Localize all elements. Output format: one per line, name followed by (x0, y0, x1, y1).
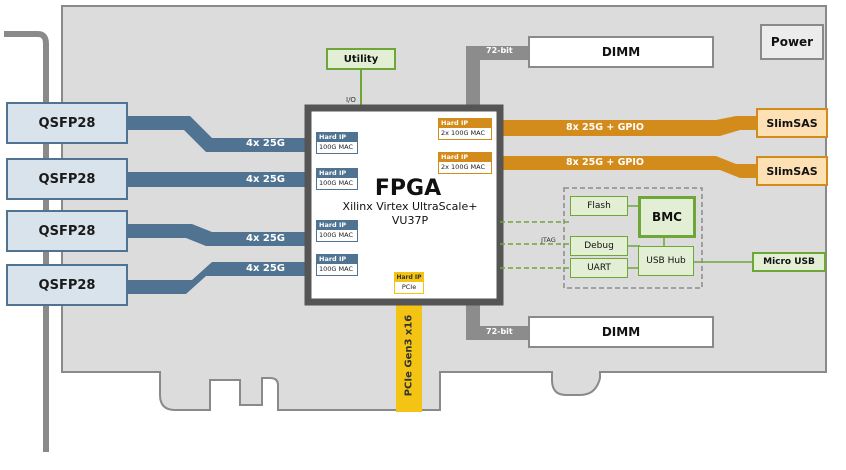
mac-label: 100G MAC (319, 265, 353, 273)
pcie-bus (396, 300, 422, 412)
qsfp-label: QSFP28 (38, 223, 96, 239)
utility-box: Utility (326, 48, 396, 70)
slimsas-traces (494, 116, 758, 178)
dimm-top: DIMM (528, 36, 714, 68)
fpga-part-line1: Xilinx Virtex UltraScale+ (342, 200, 478, 213)
pci-bracket (4, 31, 49, 452)
qsfp-traces (128, 116, 310, 294)
bmc-group (563, 187, 703, 289)
dimm-top-bus: 72-bit (486, 46, 513, 55)
flash-box: Flash (570, 196, 628, 216)
dimm-traces (466, 46, 528, 340)
mac-label: 100G MAC (319, 143, 353, 151)
fpga-title: FPGA (374, 176, 442, 201)
qsfp-link-label: 4x 25G (246, 138, 286, 149)
mac-label: 100G MAC (319, 231, 353, 239)
fpga-part-line2: VU37P (391, 214, 429, 227)
power-label: Power (770, 35, 814, 49)
qsfp-port-4: QSFP28 (6, 264, 128, 306)
hard-ip-2x100g-1: Hard IP 2x 100G MAC (438, 118, 492, 140)
debug-label: Debug (584, 241, 614, 251)
hard-ip-mac-3: Hard IP 100G MAC (316, 220, 358, 242)
qsfp-link-label: 4x 25G (246, 263, 286, 274)
hard-ip-label: Hard IP (395, 273, 423, 282)
hard-ip-mac-2: Hard IP 100G MAC (316, 168, 358, 190)
pcie-hard-ip: Hard IP PCIe (394, 272, 424, 294)
dimm-label: DIMM (601, 325, 641, 339)
utility-io-label: I/O (346, 96, 356, 104)
pcie-label: PCIe (401, 283, 417, 291)
usb-hub-box: USB Hub (638, 246, 694, 276)
qsfp-port-2: QSFP28 (6, 158, 128, 200)
bmc-connections (500, 221, 570, 269)
pcie-bus-label: PCIe Gen3 x16 (403, 314, 415, 397)
power-box: Power (760, 24, 824, 60)
qsfp-label: QSFP28 (38, 171, 96, 187)
flash-label: Flash (587, 201, 611, 211)
qsfp-label: QSFP28 (38, 115, 96, 131)
slimsas-port-1: SlimSAS (756, 108, 828, 138)
mac-label: 2x 100G MAC (441, 129, 486, 137)
bmc-box: BMC (638, 196, 696, 238)
utility-label: Utility (343, 53, 379, 65)
jtag-label: JTAG (541, 236, 556, 244)
hard-ip-label: Hard IP (317, 133, 357, 142)
micro-usb-label: Micro USB (763, 257, 815, 267)
qsfp-link-label: 4x 25G (246, 233, 286, 244)
hard-ip-label: Hard IP (439, 119, 491, 128)
dimm-bottom-bus: 72-bit (486, 327, 513, 336)
slimsas-link-label: 8x 25G + GPIO (566, 157, 645, 168)
slimsas-label: SlimSAS (766, 116, 818, 130)
qsfp-port-3: QSFP28 (6, 210, 128, 252)
uart-box: UART (570, 258, 628, 278)
micro-usb-port: Micro USB (752, 252, 826, 272)
mac-label: 100G MAC (319, 179, 353, 187)
hard-ip-label: Hard IP (439, 153, 491, 162)
qsfp-link-label: 4x 25G (246, 174, 286, 185)
qsfp-port-1: QSFP28 (6, 102, 128, 144)
mac-label: 2x 100G MAC (441, 163, 486, 171)
slimsas-label: SlimSAS (766, 164, 818, 178)
qsfp-label: QSFP28 (38, 277, 96, 293)
hard-ip-label: Hard IP (317, 255, 357, 264)
bmc-label: BMC (652, 210, 682, 224)
hard-ip-2x100g-2: Hard IP 2x 100G MAC (438, 152, 492, 174)
hard-ip-label: Hard IP (317, 221, 357, 230)
dimm-bottom: DIMM (528, 316, 714, 348)
hard-ip-mac-1: Hard IP 100G MAC (316, 132, 358, 154)
dimm-label: DIMM (601, 45, 641, 59)
uart-label: UART (587, 263, 611, 273)
usb-hub-label: USB Hub (646, 256, 686, 266)
hard-ip-mac-4: Hard IP 100G MAC (316, 254, 358, 276)
slimsas-port-2: SlimSAS (756, 156, 828, 186)
hard-ip-label: Hard IP (317, 169, 357, 178)
debug-box: Debug (570, 236, 628, 256)
slimsas-link-label: 8x 25G + GPIO (566, 122, 645, 133)
